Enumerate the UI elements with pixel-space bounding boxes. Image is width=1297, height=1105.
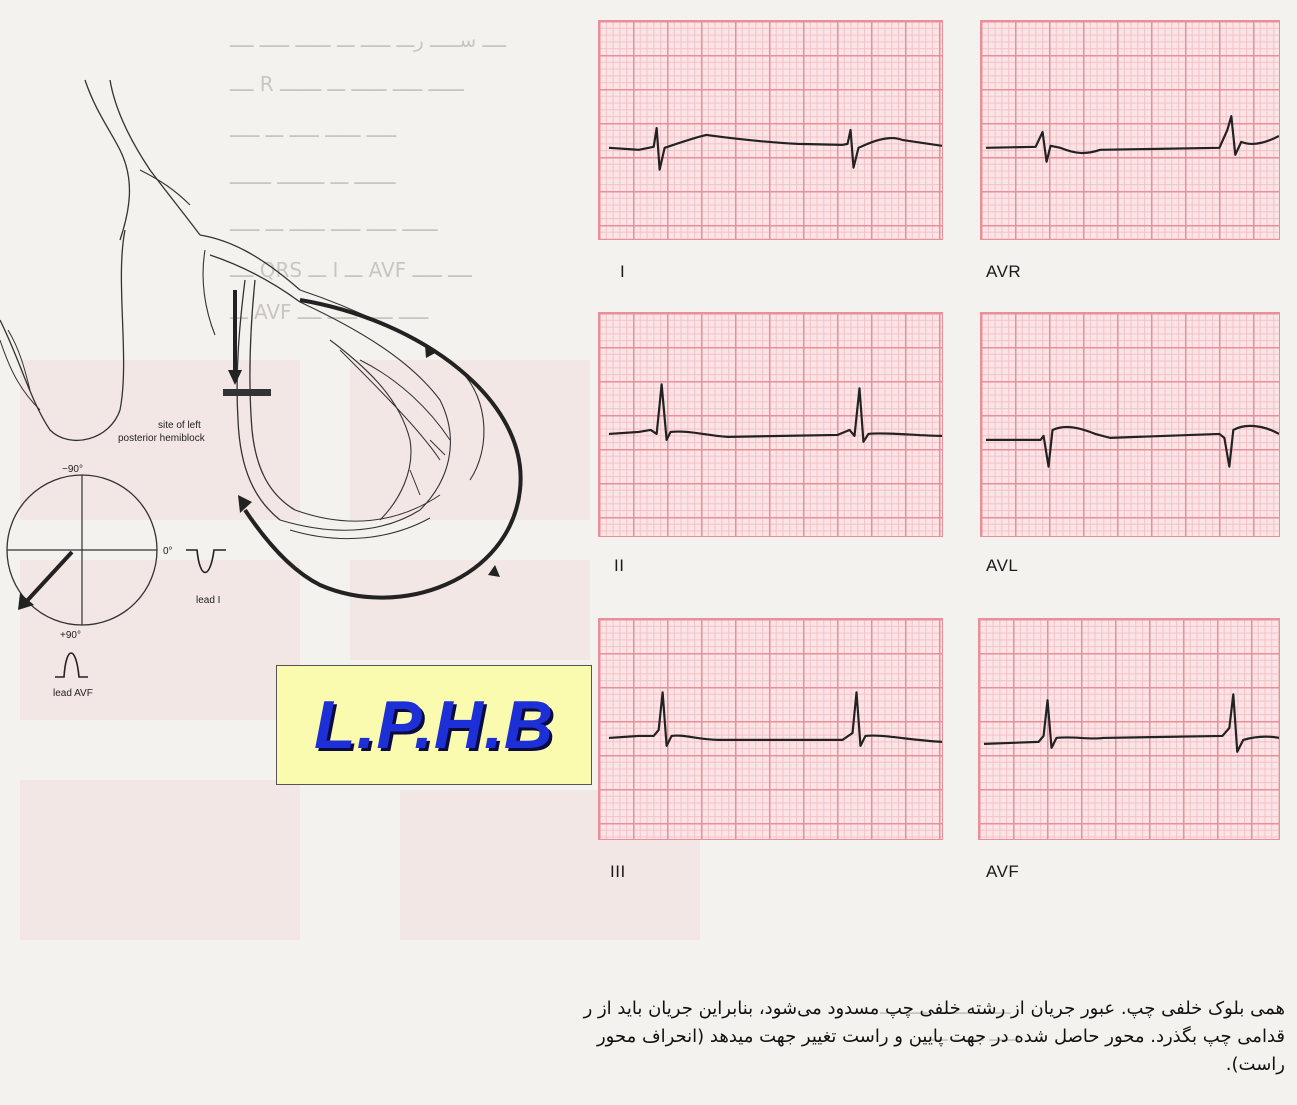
lead-label-i: I [620, 262, 625, 282]
lead-label-ii: II [614, 556, 624, 576]
site-label-1: site of left [158, 420, 201, 431]
caption-line-3: راست). [0, 1051, 1297, 1079]
lead-label-avr: AVR [986, 262, 1021, 282]
ecg-strip-i [598, 20, 943, 240]
axis-bottom-label: +90° [60, 630, 81, 641]
caption-line-1: همی بلوک خلفی چپ. عبور جریان از رشته خلف… [0, 995, 1297, 1023]
lead-label-iii: III [610, 862, 626, 882]
leadavf-label: lead AVF [53, 688, 93, 699]
conduction-diagram: site of left posterior hemiblock −90° 0°… [0, 40, 620, 720]
caption: همی بلوک خلفی چپ. عبور جریان از رشته خلف… [0, 995, 1297, 1079]
ecg-strip-iii [598, 618, 943, 840]
lead-label-avf: AVF [986, 862, 1019, 882]
ghost-grid [20, 780, 300, 940]
title-badge: L.P.H.B [276, 665, 592, 785]
site-label-2: posterior hemiblock [118, 433, 206, 444]
lead-label-avl: AVL [986, 556, 1018, 576]
ecg-strip-avr [980, 20, 1280, 240]
caption-line-2: قدامی چپ بگذرد. محور حاصل شده در جهت پای… [0, 1023, 1297, 1051]
lead1-label: lead I [196, 595, 220, 606]
axis-top-label: −90° [62, 464, 83, 475]
badge-text: L.P.H.B [314, 686, 554, 764]
ecg-strip-ii [598, 312, 943, 537]
axis-right-label: 0° [163, 546, 173, 557]
ecg-strip-avf [978, 618, 1280, 840]
ecg-strip-avl [980, 312, 1280, 537]
